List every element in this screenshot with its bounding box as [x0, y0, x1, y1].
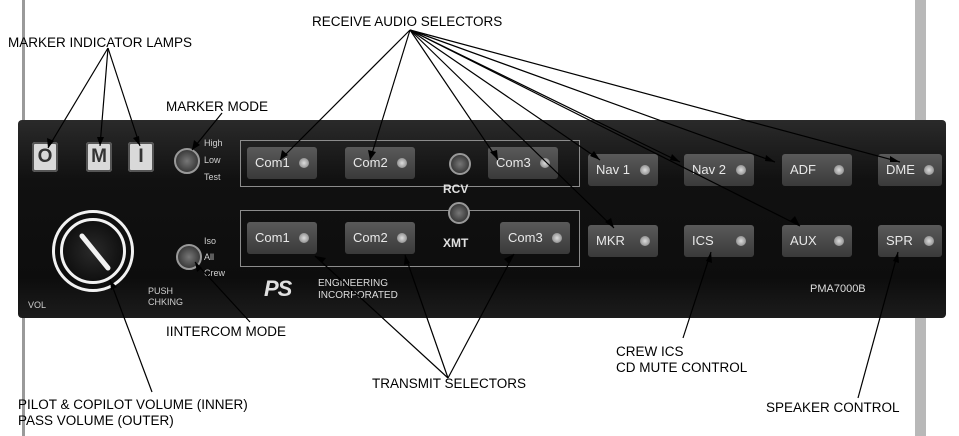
callout-marker-mode: MARKER MODE	[166, 99, 269, 114]
callout-transmit-selectors: TRANSMIT SELECTORS	[372, 376, 527, 391]
receive-com1-button[interactable]: Com1	[247, 147, 317, 179]
nav2-button[interactable]: Nav 2	[684, 154, 754, 186]
pilot-copilot-volume-knob[interactable]	[60, 218, 126, 284]
adf-button[interactable]: ADF	[782, 154, 852, 186]
mkr-led	[640, 236, 650, 246]
push-label: PUSH CHKING	[148, 286, 184, 307]
callout-pilot-volume-line1: PILOT & COPILOT VOLUME (INNER)	[18, 397, 248, 412]
vol-label: VOL	[28, 300, 47, 310]
transmit-com1-label: Com1	[255, 230, 290, 245]
ics-led	[736, 236, 746, 246]
callout-pilot-volume-line2: PASS VOLUME (OUTER)	[18, 413, 174, 428]
intercom-mode-crew: Crew	[204, 268, 226, 278]
xmt-label: XMT	[443, 236, 469, 250]
nav2-led	[736, 165, 746, 175]
spr-led	[924, 236, 934, 246]
marker-lamp-outer: O	[32, 142, 58, 172]
intercom-mode-switch[interactable]	[176, 244, 202, 270]
marker-lamp-middle: M	[86, 142, 112, 172]
aux-led	[834, 236, 844, 246]
transmit-com2-label: Com2	[353, 230, 388, 245]
nav1-label: Nav 1	[596, 162, 630, 177]
transmit-indicator	[448, 202, 470, 224]
marker-mode-high: High	[204, 138, 223, 148]
callout-marker-indicator-lamps: MARKER INDICATOR LAMPS	[8, 35, 193, 50]
spr-label: SPR	[886, 233, 913, 248]
left-frame-bar	[22, 0, 25, 120]
aux-label: AUX	[790, 233, 817, 248]
marker-mode-low: Low	[204, 155, 221, 165]
receive-com2-label: Com2	[353, 155, 388, 170]
transmit-com2-button[interactable]: Com2	[345, 222, 415, 254]
marker-lamp-inner: I	[128, 142, 154, 172]
marker-mode-switch[interactable]	[174, 148, 200, 174]
receive-com2-led	[397, 158, 407, 168]
ics-label: ICS	[692, 233, 714, 248]
intercom-mode-iso: Iso	[204, 236, 217, 246]
model-number: PMA7000B	[810, 283, 866, 295]
transmit-com1-led	[299, 233, 309, 243]
spr-button[interactable]: SPR	[878, 225, 942, 257]
receive-com1-label: Com1	[255, 155, 290, 170]
receive-com3-button[interactable]: Com3	[488, 147, 558, 179]
nav1-button[interactable]: Nav 1	[588, 154, 658, 186]
nav2-label: Nav 2	[692, 162, 726, 177]
receive-com3-label: Com3	[496, 155, 531, 170]
callout-receive-audio-selectors: RECEIVE AUDIO SELECTORS	[312, 14, 503, 29]
right-frame-bar-lower	[915, 318, 926, 436]
rcv-indicator	[449, 153, 471, 175]
dme-button[interactable]: DME	[878, 154, 942, 186]
mkr-label: MKR	[596, 233, 625, 248]
callout-crew-ics-line2: CD MUTE CONTROL	[616, 360, 748, 375]
rcv-label: RCV	[443, 182, 469, 196]
marker-mode-test: Test	[204, 172, 221, 182]
transmit-com3-button[interactable]: Com3	[500, 222, 570, 254]
callout-crew-ics-line1: CREW ICS	[616, 344, 684, 359]
nav1-led	[640, 165, 650, 175]
adf-led	[834, 165, 844, 175]
receive-com2-button[interactable]: Com2	[345, 147, 415, 179]
dme-led	[924, 165, 934, 175]
transmit-com3-label: Com3	[508, 230, 543, 245]
adf-label: ADF	[790, 162, 816, 177]
intercom-mode-all: All	[204, 252, 215, 262]
logo-line2: INCORPORATED	[318, 290, 398, 301]
ps-logo-mark: PS	[264, 276, 292, 301]
receive-com3-led	[540, 158, 550, 168]
dme-label: DME	[886, 162, 915, 177]
transmit-com3-led	[552, 233, 562, 243]
receive-com1-led	[299, 158, 309, 168]
callout-intercom-mode: IINTERCOM MODE	[166, 324, 286, 339]
passenger-volume-knob[interactable]	[52, 210, 134, 292]
right-frame-bar	[915, 0, 926, 120]
ics-button[interactable]: ICS	[684, 225, 754, 257]
callout-speaker-control: SPEAKER CONTROL	[766, 400, 900, 415]
transmit-com2-led	[397, 233, 407, 243]
logo-line1: ENGINEERING	[318, 278, 389, 289]
transmit-com1-button[interactable]: Com1	[247, 222, 317, 254]
aux-button[interactable]: AUX	[782, 225, 852, 257]
left-frame-bar-lower	[22, 318, 25, 436]
mkr-button[interactable]: MKR	[588, 225, 658, 257]
